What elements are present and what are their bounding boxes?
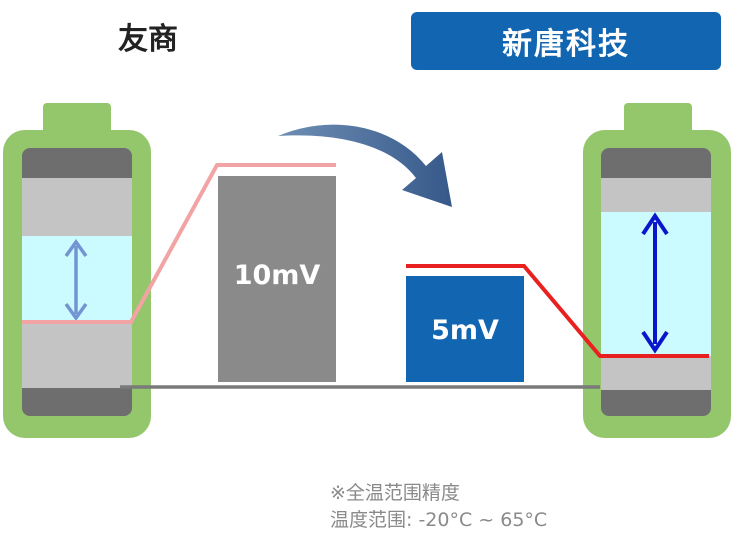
competitor-double-arrow bbox=[64, 238, 88, 322]
curved-arrow-icon bbox=[278, 124, 452, 207]
nuvoton-bar-label: 5mV bbox=[431, 314, 499, 346]
competitor-battery bbox=[3, 103, 151, 438]
competitor-bar bbox=[218, 176, 336, 382]
nuvoton-bar bbox=[406, 276, 524, 382]
competitor-bar-label: 10mV bbox=[233, 259, 321, 291]
nuvoton-double-arrow bbox=[641, 212, 669, 354]
battery-band-lower bbox=[22, 322, 132, 388]
competitor-title: 友商 bbox=[118, 22, 178, 57]
battery-band-lower bbox=[601, 356, 711, 390]
nuvoton-title-badge: 新唐科技 bbox=[411, 12, 721, 70]
nuvoton-level-line bbox=[406, 264, 709, 358]
note-line-2: 温度范围: -20°C ~ 65°C bbox=[330, 509, 548, 531]
battery-band-upper bbox=[22, 178, 132, 236]
note-line-1: ※全温范围精度 bbox=[330, 482, 460, 504]
accuracy-note: ※全温范围精度 温度范围: -20°C ~ 65°C bbox=[330, 480, 547, 534]
competitor-level-line bbox=[22, 163, 336, 324]
battery-band-upper bbox=[601, 178, 711, 212]
